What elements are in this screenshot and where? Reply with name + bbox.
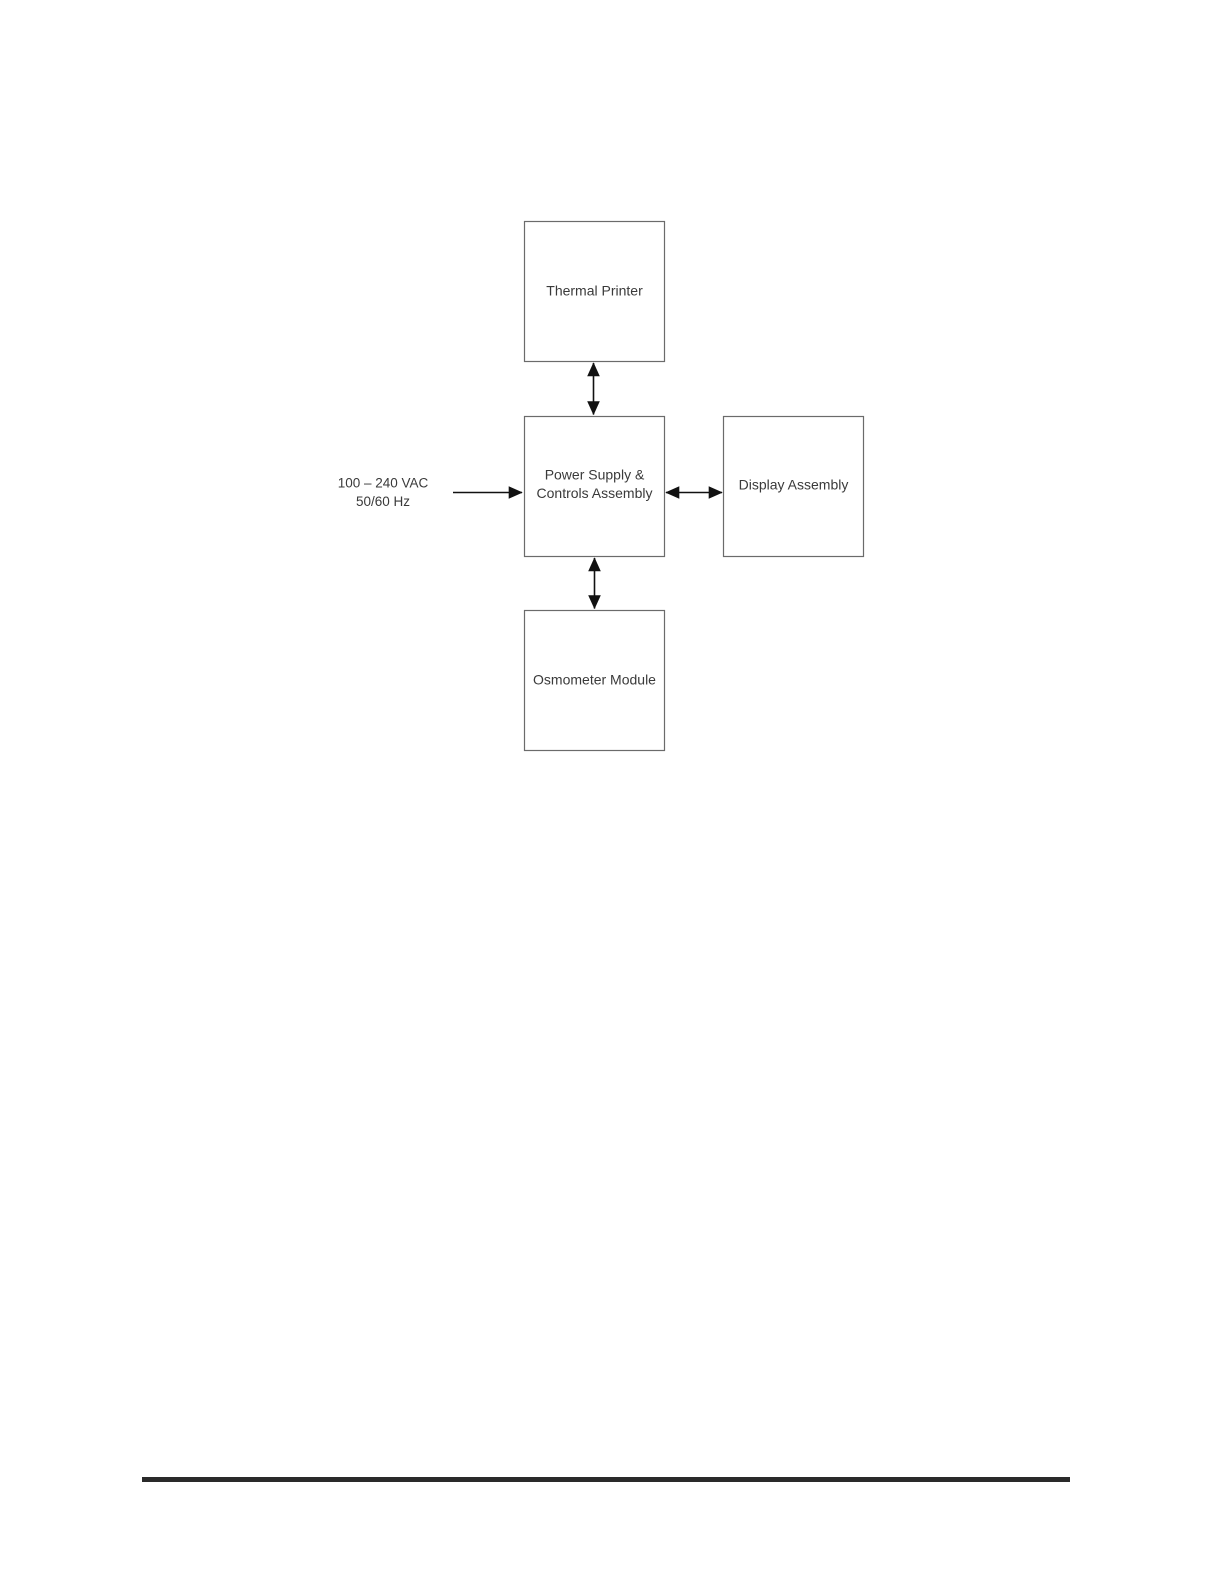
power-supply-label-line1: Power Supply &	[545, 467, 645, 483]
power-supply-label-line2: Controls Assembly	[537, 485, 653, 501]
thermal-printer-block: Thermal Printer	[525, 222, 665, 362]
input-voltage-label: 100 – 240 VAC	[338, 476, 429, 491]
display-assembly-block: Display Assembly	[724, 417, 864, 557]
osmometer-module-block: Osmometer Module	[525, 611, 665, 751]
input-frequency-label: 50/60 Hz	[356, 494, 410, 509]
power-supply-controls-block: Power Supply & Controls Assembly	[525, 417, 665, 557]
osmometer-module-label: Osmometer Module	[533, 672, 656, 688]
display-assembly-label: Display Assembly	[739, 477, 849, 493]
thermal-printer-label: Thermal Printer	[546, 283, 643, 299]
